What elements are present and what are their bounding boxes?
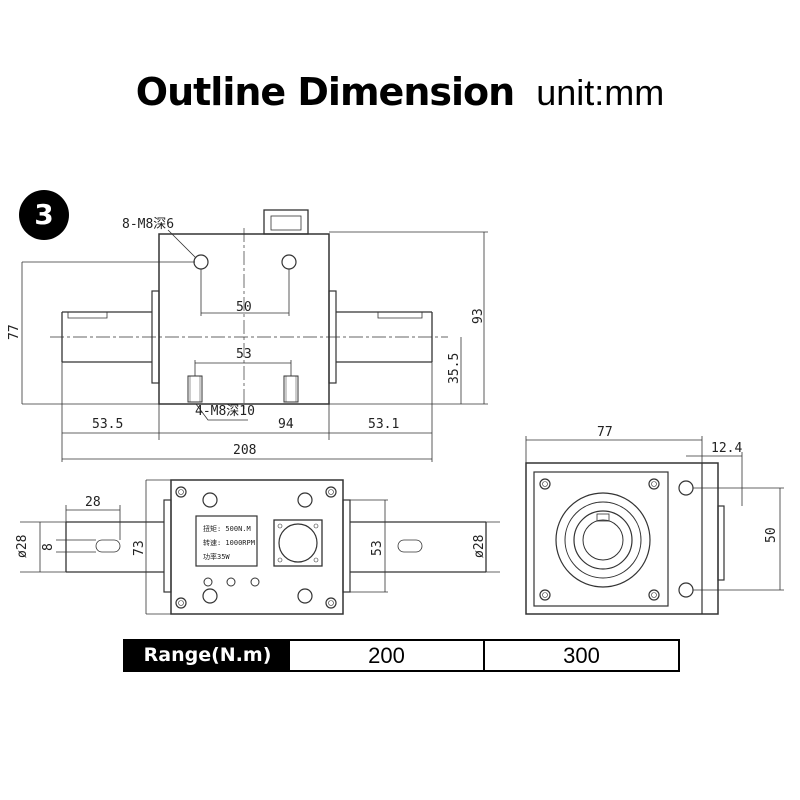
label-dim-208: 208 (233, 443, 256, 458)
dimension-labels: 8-M8深6 50 53 77 93 35.5 4-M8深10 53.5 94 … (7, 217, 779, 561)
label-top-dia28-left: ø28 (15, 535, 30, 558)
nameplate-line-3: 功率35W (203, 552, 230, 561)
range-table: Range(N.m) 200 300 (123, 639, 680, 672)
label-top-dim-28: 28 (85, 495, 101, 510)
label-dim-53-5: 53.5 (92, 417, 123, 432)
label-side-dim-50: 50 (764, 527, 779, 543)
range-value-300: 300 (483, 641, 678, 670)
label-top-dim-73: 73 (132, 540, 147, 556)
view-number-badge: 3 (19, 190, 69, 240)
top-view (20, 479, 500, 615)
label-hole-bottom: 4-M8深10 (195, 404, 255, 419)
label-dim-53-1: 53.1 (368, 417, 399, 432)
label-dim-93: 93 (471, 308, 486, 324)
nameplate-line-1: 扭矩: 500N.M (203, 524, 251, 533)
label-dim-77: 77 (7, 324, 22, 340)
label-top-dim-53: 53 (370, 540, 385, 556)
label-dim-94: 94 (278, 417, 294, 432)
title-main: Outline Dimension (135, 70, 515, 114)
label-top-dia28-right: ø28 (472, 535, 487, 558)
label-side-dim-12-4: 12.4 (711, 441, 742, 456)
label-hole-top: 8-M8深6 (122, 217, 174, 232)
label-dim-35-5: 35.5 (447, 353, 462, 384)
label-dim-53: 53 (236, 347, 252, 362)
label-dim-50: 50 (236, 300, 252, 315)
nameplate-line-2: 转速: 1000RPM (203, 538, 255, 547)
side-view (525, 436, 784, 615)
front-view (21, 209, 488, 462)
page-title: Outline Dimension unit:mm (0, 70, 800, 114)
title-unit: unit:mm (536, 72, 665, 113)
range-table-header: Range(N.m) (125, 641, 290, 670)
label-top-dim-8: 8 (41, 543, 56, 551)
label-side-dim-77: 77 (597, 425, 613, 440)
range-value-200: 200 (368, 643, 405, 668)
